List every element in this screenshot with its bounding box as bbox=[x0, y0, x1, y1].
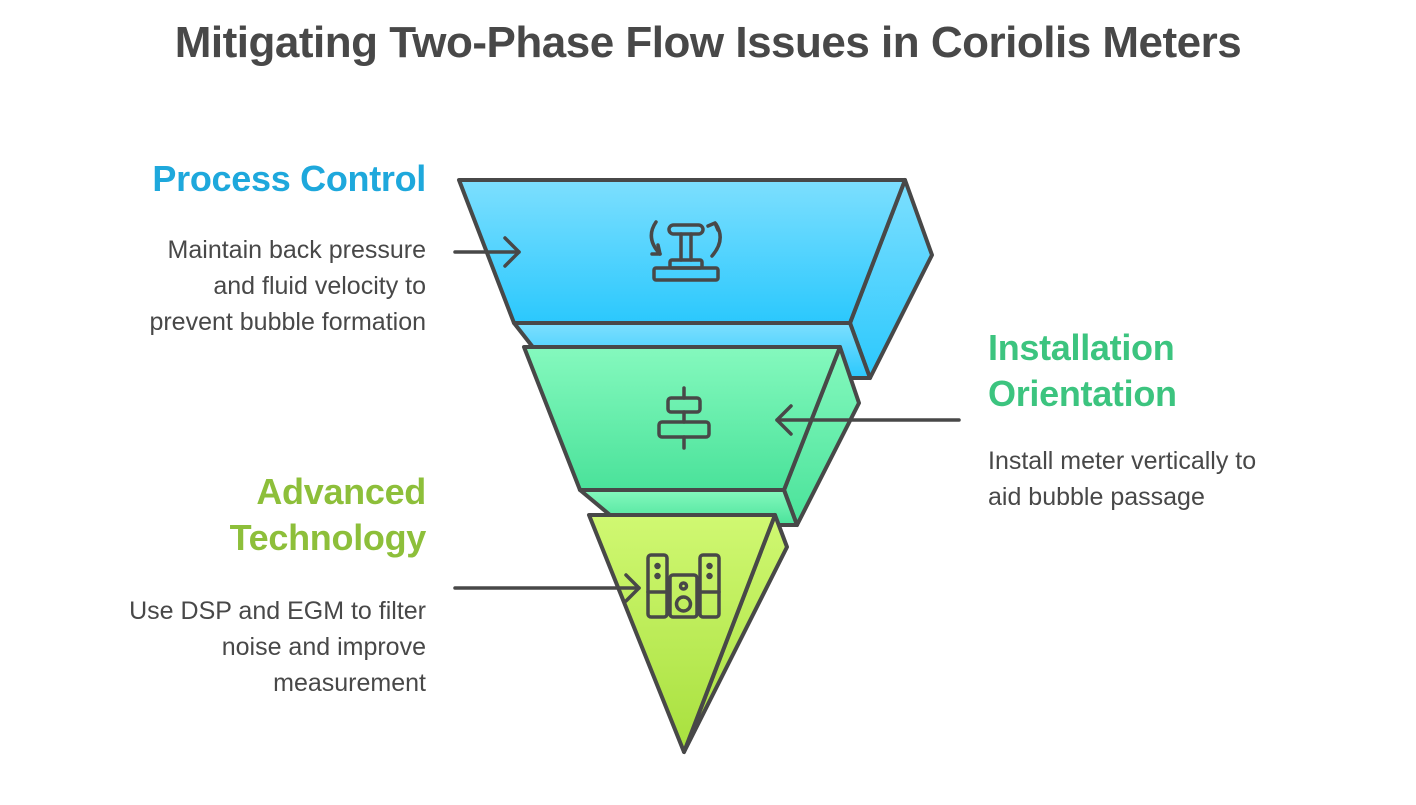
heading-line: Technology bbox=[229, 517, 427, 558]
heading-installation-orientation: Installation Orientation bbox=[988, 325, 1177, 417]
heading-line: Advanced bbox=[256, 471, 426, 512]
stage-2-front-face bbox=[522, 345, 842, 492]
arrow-process-control bbox=[453, 236, 521, 268]
heading-line: Orientation bbox=[988, 373, 1177, 414]
arrow-installation-orientation bbox=[775, 404, 961, 436]
joystick-rotate-icon bbox=[649, 220, 722, 282]
description-process-control: Maintain back pressure and fluid velocit… bbox=[149, 232, 426, 340]
funnel-stage-advanced-technology bbox=[587, 513, 789, 754]
description-installation-orientation: Install meter vertically to aid bubble p… bbox=[988, 443, 1256, 515]
description-line: Install meter vertically to bbox=[988, 447, 1257, 475]
stage-3-front-face bbox=[587, 513, 777, 754]
speaker-system-icon bbox=[646, 553, 721, 619]
description-line: noise and improve bbox=[221, 633, 426, 661]
heading-advanced-technology: Advanced Technology bbox=[229, 469, 427, 561]
description-line: Maintain back pressure bbox=[167, 236, 426, 264]
heading-process-control: Process Control bbox=[152, 158, 426, 199]
description-line: measurement bbox=[273, 669, 426, 697]
align-center-vertical-icon bbox=[657, 386, 711, 450]
description-line: aid bubble passage bbox=[988, 483, 1205, 511]
page-title: Mitigating Two-Phase Flow Issues in Cori… bbox=[174, 18, 1242, 67]
description-advanced-technology: Use DSP and EGM to filter noise and impr… bbox=[129, 593, 426, 701]
description-line: and fluid velocity to bbox=[213, 272, 426, 300]
heading-line: Installation bbox=[988, 327, 1175, 368]
description-line: Use DSP and EGM to filter bbox=[129, 597, 426, 625]
arrow-advanced-technology bbox=[453, 573, 641, 603]
description-line: prevent bubble formation bbox=[149, 308, 426, 336]
